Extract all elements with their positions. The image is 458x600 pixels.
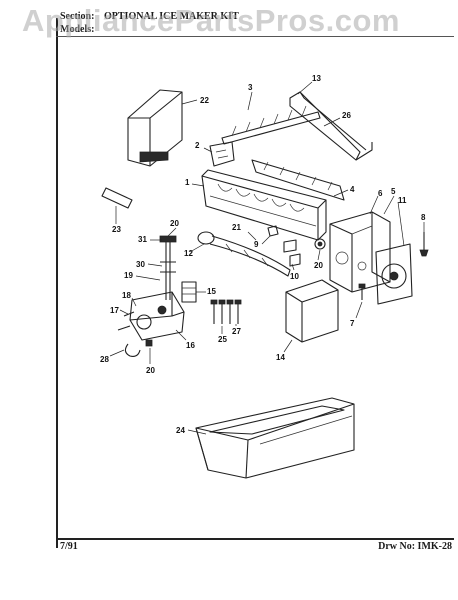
- callout-21: 20: [314, 261, 323, 270]
- callout-9: 9: [254, 240, 259, 249]
- callout-8: 8: [421, 213, 426, 222]
- part-23-bracket: [127, 89, 183, 167]
- callout-6: 6: [378, 189, 383, 198]
- part-14-insulation: [285, 279, 339, 343]
- callout-16: 16: [186, 341, 195, 350]
- part-15-fitting: [181, 281, 197, 303]
- section-label: Section:: [60, 11, 95, 22]
- part-11-motor-plate: [375, 243, 413, 305]
- callout-25: 24: [176, 426, 185, 435]
- callout-10: 10: [290, 272, 299, 281]
- callout-1: 1: [185, 178, 190, 187]
- part-8-screw: [419, 232, 429, 257]
- callout-5: 5: [391, 187, 396, 196]
- callout-3: 3: [248, 83, 253, 92]
- callout-23: 22: [200, 96, 209, 105]
- part-12-heater: [197, 231, 291, 277]
- callout-30: 30: [136, 260, 145, 269]
- callout-29: 26: [342, 111, 351, 120]
- header-rule: [56, 36, 454, 37]
- callout-4: 4: [350, 185, 355, 194]
- callout-13: 13: [312, 74, 321, 83]
- callout-17: 17: [110, 306, 119, 315]
- part-24-fill-cup: [101, 187, 133, 209]
- callout-18: 18: [122, 291, 131, 300]
- footer-date: 7/91: [60, 541, 78, 552]
- callout-11: 11: [398, 196, 407, 205]
- callout-12: 12: [184, 249, 193, 258]
- callout-14: 14: [276, 353, 285, 362]
- callout-31: 31: [138, 235, 147, 244]
- section-title: OPTIONAL ICE MAKER KIT: [104, 11, 239, 22]
- part-25-ice-bin: [195, 397, 355, 479]
- callout-2: 2: [195, 141, 200, 150]
- part-2-bracket: [209, 141, 235, 167]
- part-7-screw: [358, 283, 366, 300]
- callout-24: 23: [112, 225, 121, 234]
- part-16-17-18-water-valve: [117, 291, 185, 341]
- frame-bottom-border: [56, 538, 454, 540]
- callout-7: 7: [350, 319, 355, 328]
- callout-28: 28: [100, 355, 109, 364]
- part-13-29-arm: [289, 91, 373, 161]
- callout-20-bottom: 20: [146, 366, 155, 375]
- part-9-10-21-22-small-parts: [267, 225, 326, 267]
- callout-19: 19: [124, 271, 133, 280]
- leader-lines: [109, 81, 425, 435]
- footer-drawing-number: Drw No: IMK-28: [378, 541, 452, 552]
- callout-15: 15: [207, 287, 216, 296]
- callout-26: 25: [218, 335, 227, 344]
- models-label: Models:: [60, 24, 95, 35]
- part-20-28-clamp: [124, 339, 153, 357]
- callout-20-top: 20: [170, 219, 179, 228]
- part-3-ejector: [221, 105, 321, 145]
- part-19-30-31-fill-tube: [159, 235, 177, 300]
- part-5-6-control-housing: [329, 211, 391, 293]
- frame-left-border: [56, 18, 58, 548]
- part-4-stripper: [251, 159, 345, 201]
- part-26-27-screws: [210, 299, 242, 324]
- callout-27: 27: [232, 327, 241, 336]
- callout-22: 21: [232, 223, 241, 232]
